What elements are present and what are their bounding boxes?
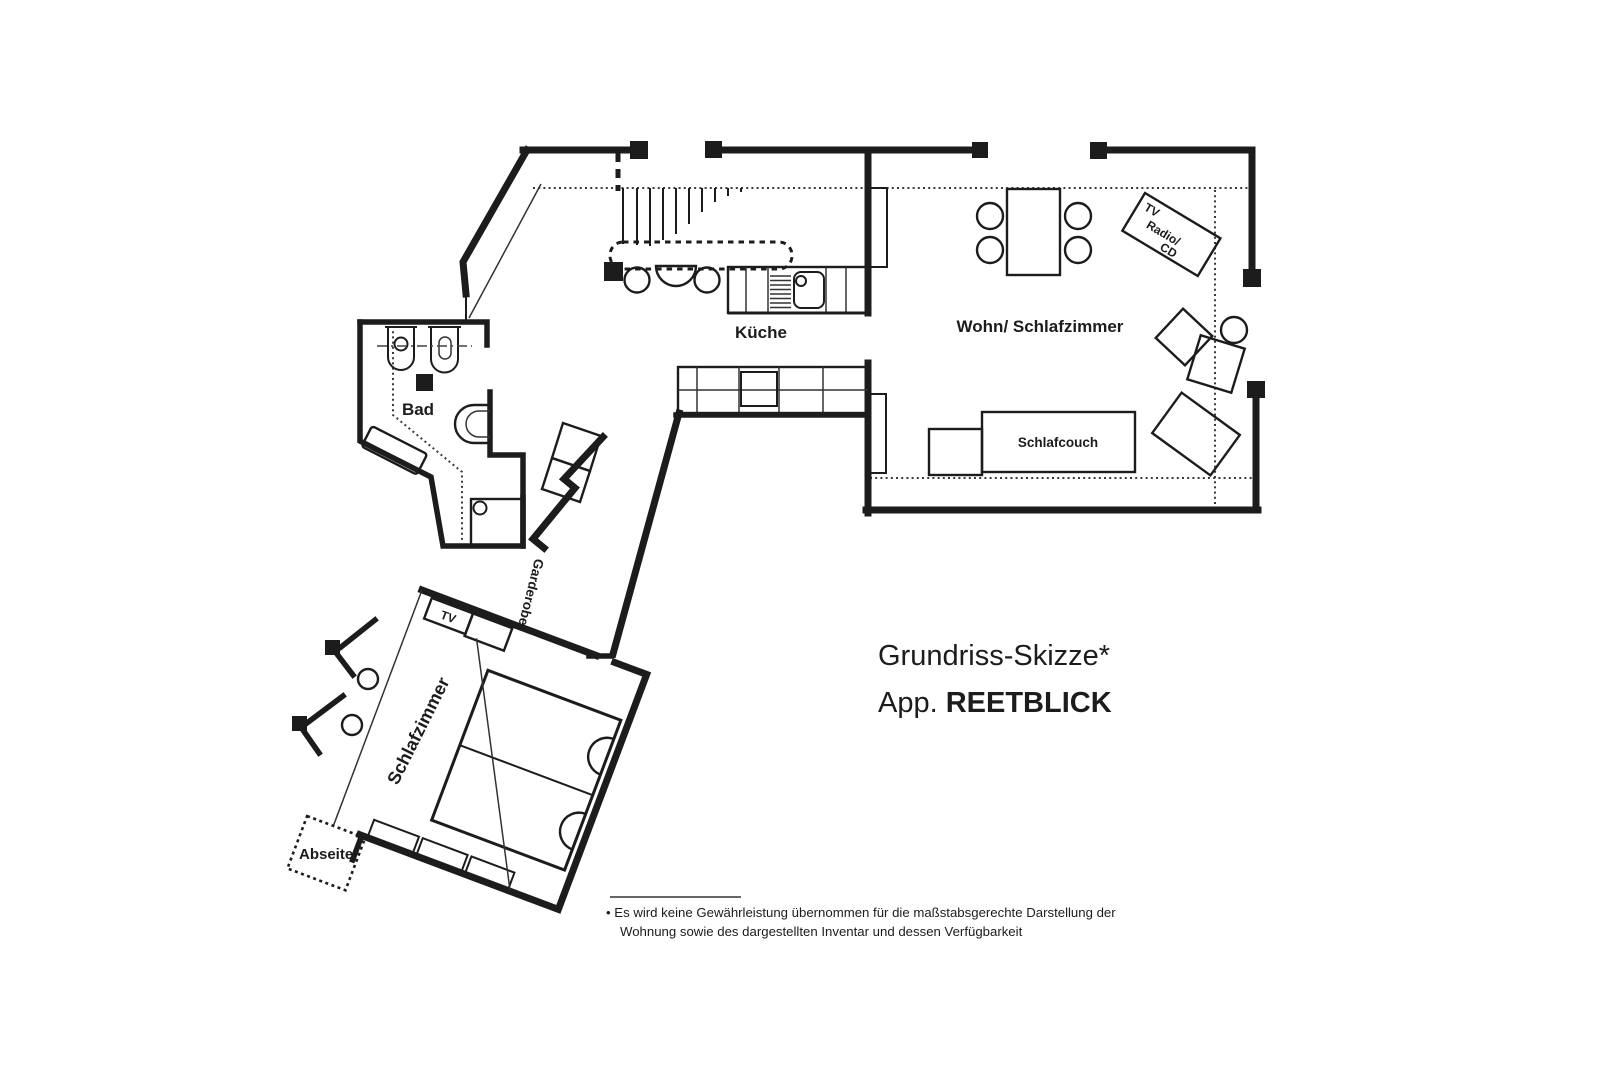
bar-stools [623, 264, 721, 294]
kitchen-counter [726, 265, 870, 315]
apartment-name: REETBLICK [946, 687, 1112, 719]
stair-post [604, 262, 623, 281]
bedroom-label: Schlafzimmer [383, 674, 453, 788]
shower-tray-icon [469, 497, 524, 547]
sideboard [673, 365, 871, 418]
chair [1063, 235, 1093, 265]
plan-title: Grundriss-Skizze* [878, 640, 1110, 672]
hallway-corridor [528, 408, 684, 659]
couch-side-table [927, 427, 984, 477]
toilet-icon [428, 326, 461, 374]
stool [693, 266, 721, 294]
dresser [463, 611, 514, 653]
dormers [292, 616, 380, 757]
radiator [868, 187, 888, 268]
sink-icon [793, 271, 825, 309]
double-bed [429, 668, 623, 873]
bathtub-icon [361, 425, 428, 475]
bath-post [416, 374, 433, 391]
pillow [558, 811, 587, 851]
hallway-label: Garderobe [515, 557, 546, 627]
wall-post [1247, 381, 1265, 398]
bedroom: TV Schlafzimmer [285, 585, 652, 914]
washbasin-icon [385, 326, 417, 371]
half-round-table [654, 264, 698, 288]
chair [1063, 201, 1093, 231]
dining-set [975, 187, 1093, 277]
bathroom-label: Bad [402, 400, 434, 419]
roof-slope-lines [392, 183, 1253, 540]
bedroom-tv-label: TV [439, 608, 458, 627]
chair [975, 201, 1005, 231]
shower-drain-icon [472, 500, 488, 516]
stair-headroom-outline [608, 240, 794, 271]
dining-table [1005, 187, 1062, 277]
stove-icon [770, 275, 791, 309]
window [414, 836, 469, 875]
sleep-couch-label: Schlafcouch [1018, 435, 1098, 450]
wardrobe-cabinet [540, 456, 592, 504]
bathroom [357, 319, 526, 549]
wall-post [325, 640, 340, 655]
footnote: • Es wird keine Gewährleistung übernomme… [606, 896, 1116, 939]
window [366, 818, 421, 856]
radiator [868, 393, 887, 474]
armchair [1150, 390, 1242, 478]
wall-post [292, 716, 307, 731]
stool [623, 266, 651, 294]
living-room-label: Wohn/ Schlafzimmer [957, 317, 1124, 336]
footnote-line2: Wohnung sowie des dargestellten Inventar… [620, 924, 1023, 939]
pillow [587, 736, 615, 776]
hand-basin-icon [453, 403, 490, 445]
title-block: Grundriss-Skizze* App. REETBLICK [878, 640, 1112, 719]
wall-post [1243, 269, 1261, 287]
media-label-tv: TV [1142, 200, 1162, 220]
media-board: TV Radio/ CD [1120, 191, 1223, 278]
armchair [1185, 333, 1247, 395]
window [463, 855, 516, 892]
round-window [340, 713, 364, 737]
side-table [1219, 315, 1249, 345]
kitchen-label: Küche [735, 323, 787, 342]
apartment-title: App. REETBLICK [878, 687, 1112, 719]
wall-post [630, 141, 648, 159]
round-window [356, 667, 380, 691]
attic-storage-label: Abseite [299, 846, 353, 863]
chair [975, 235, 1005, 265]
footnote-line1: • Es wird keine Gewährleistung übernomme… [606, 905, 1116, 920]
armchair [1154, 307, 1214, 367]
wall-post [972, 142, 988, 158]
apartment-title-prefix: App. [878, 687, 946, 719]
